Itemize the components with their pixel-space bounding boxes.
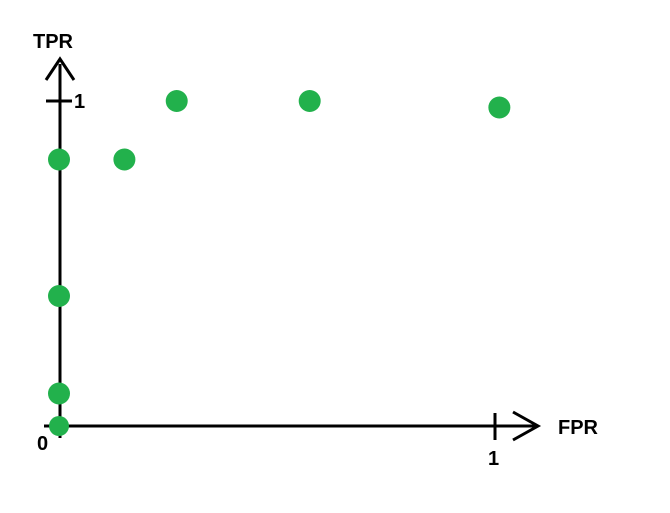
data-points	[48, 90, 511, 436]
data-point-7	[298, 90, 321, 112]
x-tick-label-1: 1	[488, 448, 499, 470]
y-axis-label: TPR	[33, 31, 74, 53]
x-axis-arrowhead	[512, 410, 542, 442]
y-tick-label-1: 1	[74, 91, 85, 113]
data-point-1	[49, 416, 69, 436]
data-point-8	[488, 96, 511, 119]
y-axis-arrowhead	[44, 56, 76, 81]
origin-label: 0	[37, 433, 48, 455]
data-point-2	[48, 382, 70, 405]
data-point-4	[48, 148, 70, 171]
x-axis-label: FPR	[558, 417, 599, 439]
data-point-3	[48, 285, 70, 307]
data-point-6	[165, 90, 188, 112]
data-point-5	[113, 148, 136, 171]
